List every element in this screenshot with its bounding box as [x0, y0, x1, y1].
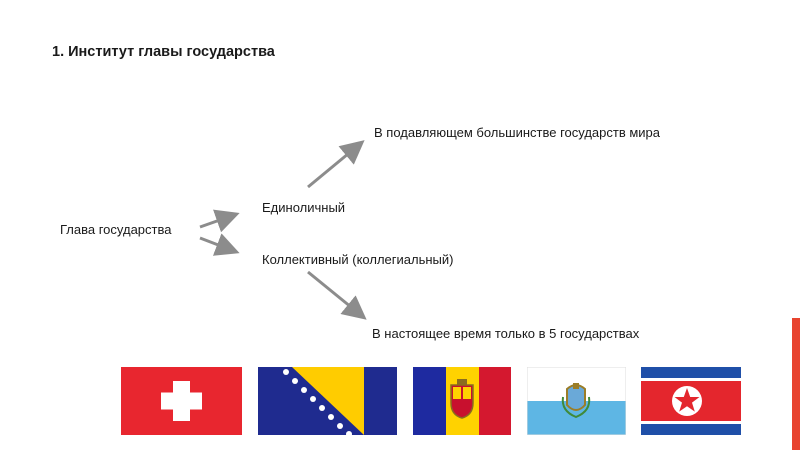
- collective-note: В настоящее время только в 5 государства…: [372, 326, 640, 341]
- san-marino-flag-icon: [527, 367, 626, 435]
- root-label: Глава государства: [60, 222, 172, 237]
- bosnia-herzegovina-flag-icon: [258, 367, 397, 435]
- arrow-to-collective-note: [307, 270, 367, 320]
- switzerland-flag-icon: [121, 367, 242, 435]
- arrow-to-individual-note: [307, 140, 365, 189]
- collective-label: Коллективный (коллегиальный): [262, 252, 454, 267]
- individual-note: В подавляющем большинстве государств мир…: [374, 125, 660, 140]
- arrow-to-individual: [199, 209, 240, 233]
- arrow-to-collective: [199, 233, 240, 256]
- north-korea-flag-icon: [641, 367, 741, 435]
- accent-bar: [792, 318, 800, 450]
- slide-title: 1. Институт главы государства: [52, 44, 275, 60]
- individual-label: Единоличный: [262, 200, 346, 215]
- andorra-flag-icon: [413, 367, 511, 435]
